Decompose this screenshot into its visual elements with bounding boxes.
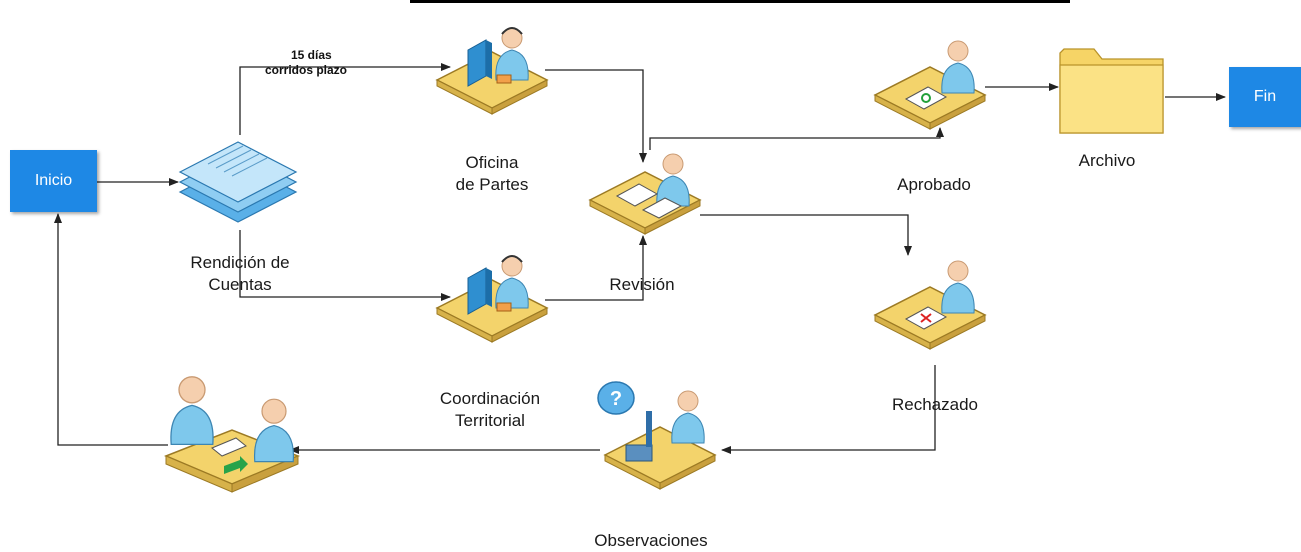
observations-icon: ?: [597, 381, 716, 490]
edge-oficina-revision: [545, 69, 647, 163]
edge-coordinacion-revision: [545, 235, 647, 301]
edge-rendicion-oficina: [239, 63, 451, 135]
start-node: Inicio: [10, 150, 97, 212]
svg-text:?: ?: [610, 388, 622, 410]
edge-revision-aprobado: [649, 127, 944, 150]
label-observaciones-text: Observaciones: [594, 531, 708, 550]
label-aprobado-text: Aprobado: [897, 175, 971, 194]
label-rechazado-text: Rechazado: [891, 395, 978, 414]
edge-rechazado-observaciones: [721, 365, 936, 454]
edge-atencion-inicio: [54, 213, 168, 446]
header-rule: [410, 0, 1070, 3]
approved-icon: [874, 40, 986, 130]
label-revision-text: Revisión: [609, 275, 675, 294]
rejected-icon: [874, 260, 986, 350]
office-worker-icon: [436, 27, 548, 115]
label-rechazado: Rechazado: [878, 394, 992, 416]
label-observaciones: Observaciones: [586, 530, 716, 552]
connectors: [54, 63, 1226, 454]
folder-icon: [1059, 48, 1164, 134]
label-aprobado: Aprobado: [882, 174, 986, 196]
edge-note: 15 días corridos plazo: [265, 48, 347, 77]
edge-rendicion-coordinacion: [239, 230, 451, 301]
label-revision: Revisión: [600, 274, 684, 296]
edge-revision-rechazado: [700, 214, 912, 256]
label-archivo: Archivo: [1065, 150, 1149, 172]
label-archivo-text: Archivo: [1078, 151, 1136, 170]
reviewer-icon: [589, 153, 701, 235]
documents-stack-icon: [178, 141, 298, 223]
coordinator-worker-icon: [436, 255, 548, 343]
end-node: Fin: [1229, 67, 1301, 127]
service-desk-icon: [164, 376, 300, 493]
